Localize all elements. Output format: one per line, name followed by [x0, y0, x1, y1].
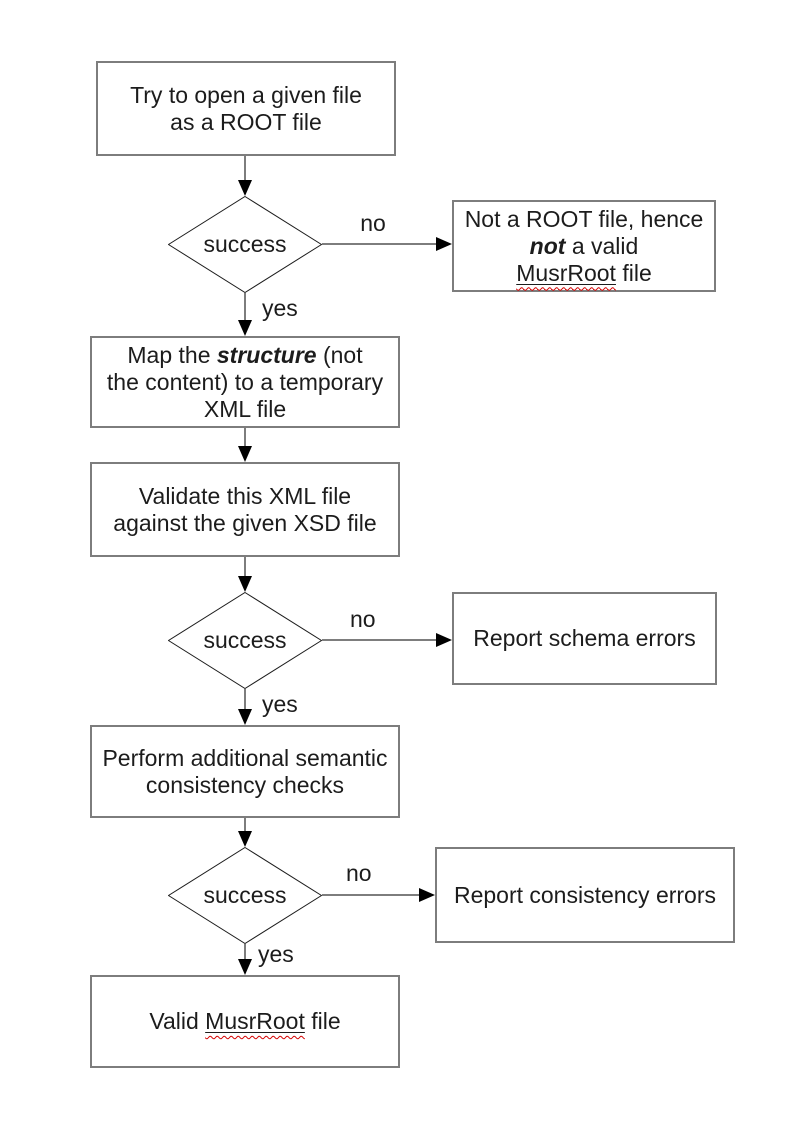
diamond-shape: [168, 592, 322, 689]
connector-diamond2-yes-to-box4: [244, 689, 246, 711]
connector-diamond3-no-to-result3: [322, 894, 421, 896]
result-box-report-schema-errors: Report schema errors: [452, 592, 717, 685]
text-line: Validate this XML file: [138, 482, 352, 509]
text-line: Perform additional semantic: [102, 744, 388, 771]
edge-label-yes-1: yes: [262, 295, 298, 321]
arrowhead-down-icon: [238, 446, 252, 462]
decision-label: success: [203, 882, 287, 908]
arrowhead-down-icon: [238, 831, 252, 847]
arrowhead-down-icon: [238, 709, 252, 725]
edge-label-no-2: no: [350, 606, 376, 632]
decision-diamond-success-3: success: [168, 847, 322, 944]
text-line: Try to open a given file: [130, 81, 362, 108]
diamond-shape: [168, 196, 322, 293]
edge-label-yes-2: yes: [262, 691, 298, 717]
arrowhead-right-icon: [436, 237, 452, 251]
text-line: Report consistency errors: [453, 881, 717, 908]
edge-label-no-3: no: [346, 860, 372, 886]
connector-diamond1-no-to-result1: [322, 243, 438, 245]
text-line: Map the structure (not: [127, 341, 363, 368]
connector-diamond1-yes-to-box2: [244, 293, 246, 322]
connector-box3-to-diamond2: [244, 557, 246, 578]
decision-label: success: [203, 627, 287, 653]
text-line: XML file: [203, 395, 287, 422]
decision-diamond-success-1: success: [168, 196, 322, 293]
text-line: against the given XSD file: [113, 509, 377, 536]
decision-label: success: [203, 231, 287, 257]
text-line: the content) to a temporary: [106, 368, 384, 395]
text-line: Valid MusrRoot file: [149, 1008, 341, 1034]
diamond-shape: [168, 847, 322, 944]
text-line: consistency checks: [145, 771, 345, 798]
arrowhead-right-icon: [436, 633, 452, 647]
text-line: MusrRoot file: [516, 259, 652, 286]
text-line: not a valid: [529, 232, 639, 259]
arrowhead-down-icon: [238, 320, 252, 336]
decision-diamond-success-2: success: [168, 592, 322, 689]
process-box-valid-musrroot-file: Valid MusrRoot file: [90, 975, 400, 1068]
result-box-report-consistency-errors: Report consistency errors: [435, 847, 735, 943]
connector-box4-to-diamond3: [244, 818, 246, 833]
connector-box1-to-diamond1: [244, 156, 246, 182]
edge-label-no-1: no: [360, 210, 386, 236]
connector-diamond3-yes-to-box5: [244, 944, 246, 961]
arrowhead-down-icon: [238, 180, 252, 196]
text-line: Not a ROOT file, hence: [464, 205, 704, 232]
text-line: as a ROOT file: [170, 108, 322, 135]
text-line: Report schema errors: [473, 625, 696, 651]
arrowhead-right-icon: [419, 888, 435, 902]
arrowhead-down-icon: [238, 576, 252, 592]
connector-box2-to-box3: [244, 428, 246, 448]
edge-label-yes-3: yes: [258, 941, 294, 967]
connector-diamond2-no-to-result2: [322, 639, 438, 641]
arrowhead-down-icon: [238, 959, 252, 975]
